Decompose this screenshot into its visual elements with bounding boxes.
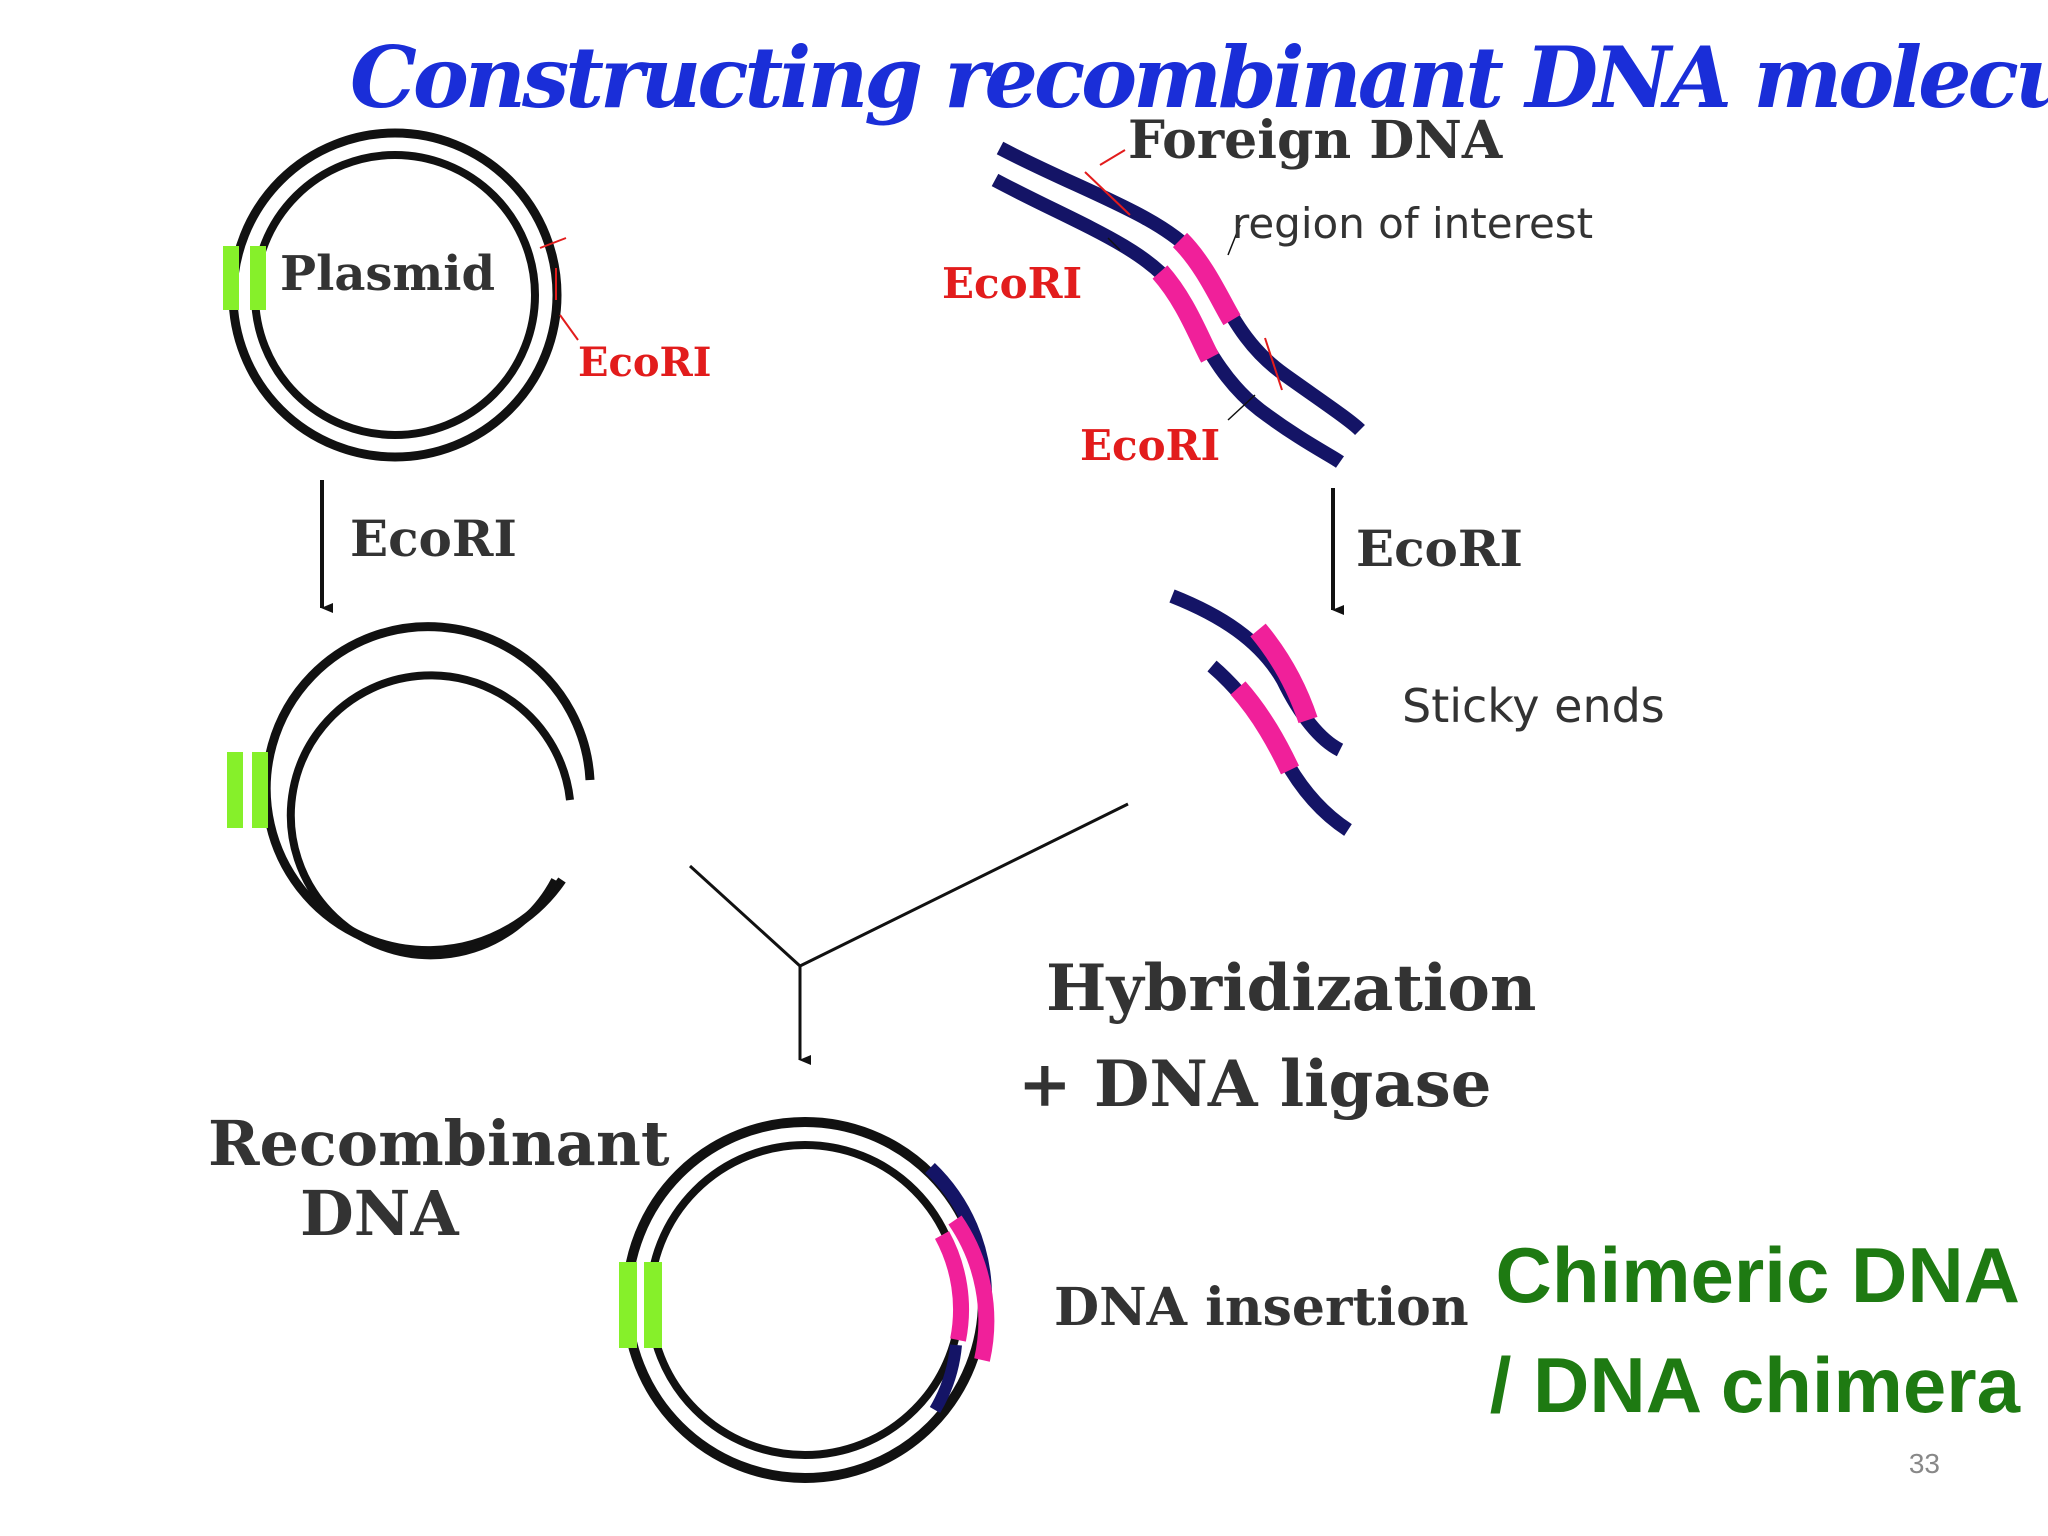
foreign-ecori-top-label: EcoRI <box>942 259 1082 308</box>
recombinant-label-line2: DNA <box>300 1177 459 1250</box>
right-arrow-ecori-label: EcoRI <box>1356 519 1523 578</box>
foreign-dna-strands <box>991 141 1365 468</box>
left-arrow-ecori-label: EcoRI <box>350 509 517 568</box>
recombinant-label-line1: Recombinant <box>208 1107 670 1180</box>
plasmid-ecori-label: EcoRI <box>578 339 711 386</box>
cut-plasmid <box>227 622 595 960</box>
plasmid-circle <box>223 128 579 462</box>
chimeric-line1: Chimeric DNA <box>1495 1231 2020 1319</box>
recombinant-plasmid <box>619 1117 995 1483</box>
slide-title: Constructing recombinant DNA molecule <box>350 28 2048 127</box>
hybridization-join <box>688 802 1129 1065</box>
dna-insertion-label: DNA insertion <box>1054 1277 1469 1338</box>
region-of-interest-label: region of interest <box>1232 199 1593 248</box>
inserted-dna-segment <box>925 1162 995 1414</box>
ligase-label: + DNA ligase <box>1018 1047 1491 1122</box>
sticky-ends-label: Sticky ends <box>1402 679 1665 733</box>
foreign-dna-label: Foreign DNA <box>1128 110 1503 171</box>
recombinant-marker-gene <box>619 1262 662 1348</box>
chimeric-dna-caption: Chimeric DNA / DNA chimera <box>1440 1220 2020 1440</box>
sticky-ends-fragment <box>1169 589 1352 836</box>
plasmid-ecori-site <box>539 237 579 341</box>
hybridization-label: Hybridization <box>1046 951 1536 1026</box>
page-number: 33 <box>1908 1448 1940 1479</box>
plasmid-label: Plasmid <box>280 246 495 302</box>
plasmid-marker-gene <box>223 246 266 310</box>
chimeric-line2: / DNA chimera <box>1489 1341 2020 1429</box>
foreign-ecori-sites <box>1084 149 1283 421</box>
region-of-interest-segment <box>1172 232 1241 326</box>
foreign-ecori-bottom-label: EcoRI <box>1080 421 1220 470</box>
